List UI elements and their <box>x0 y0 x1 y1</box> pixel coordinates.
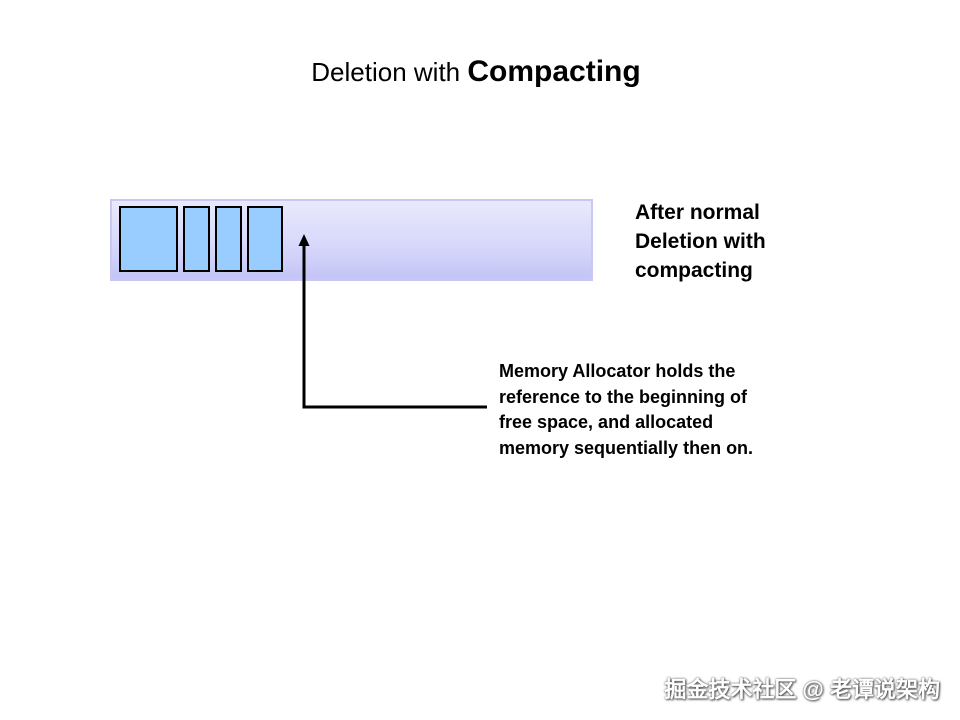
title-bold-part: Compacting <box>467 55 641 88</box>
arrow-line <box>302 245 487 409</box>
note-line: reference to the beginning of <box>499 386 748 407</box>
allocated-block <box>215 206 242 272</box>
side-label-line: compacting <box>635 259 753 282</box>
allocator-note: Memory Allocator holds the reference to … <box>499 359 753 461</box>
note-line: Memory Allocator holds the <box>499 361 736 381</box>
allocated-block <box>247 206 283 272</box>
note-line: free space, and allocated <box>499 412 714 433</box>
allocated-block <box>119 206 178 272</box>
allocated-block <box>183 206 210 272</box>
side-label-line: After normal <box>635 201 760 224</box>
side-label-line: Deletion with <box>635 230 766 253</box>
title-normal-part: Deletion with <box>311 57 461 87</box>
slide-title: Deletion with Compacting <box>0 52 952 92</box>
arrow-head <box>298 234 310 246</box>
side-label: After normal Deletion with compacting <box>635 198 766 285</box>
note-line: memory sequentially then on. <box>499 437 754 458</box>
watermark: 掘金技术社区 @ 老谭说架构 <box>664 677 940 702</box>
